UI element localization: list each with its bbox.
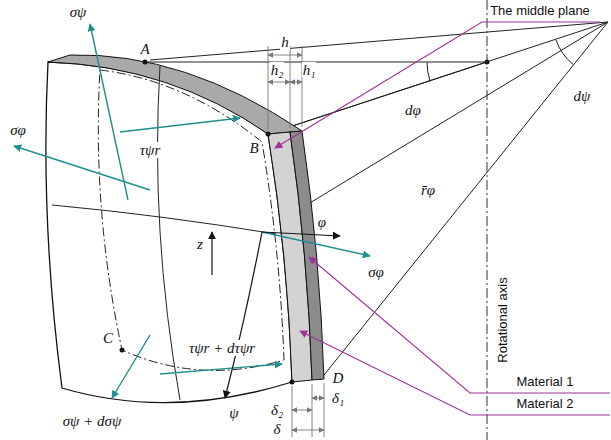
angle-label: dφ: [404, 102, 422, 118]
dimension-label: h₂: [270, 62, 285, 78]
rotational-axis: [485, 0, 490, 440]
rotational-axis-part: [487, 0, 488, 440]
dimension-label: δ₂: [270, 402, 284, 418]
dimension-lines-part: [292, 410, 312, 411]
point-name: C: [102, 330, 114, 346]
leader-lines-part: [309, 257, 610, 393]
stress-arrows-part: [160, 364, 282, 374]
axis-label: z: [196, 236, 204, 252]
dimension-label: h: [280, 34, 290, 50]
stress-arrows-part: [262, 232, 370, 256]
dimension-lines: [268, 46, 324, 437]
dimension-label: δ: [273, 421, 282, 437]
angle-label: dψ: [573, 88, 592, 104]
leader-lines-part: [275, 22, 600, 148]
stress-arrows-part: [120, 118, 240, 132]
point-name: D: [332, 370, 345, 386]
dimension-lines-part: [268, 46, 269, 130]
dimension-lines-part: [302, 46, 303, 127]
shell-element-part: [143, 60, 148, 65]
construction-lines-part: [320, 22, 608, 380]
dimension-label: δ₁: [331, 390, 345, 406]
shell-element-part: [98, 70, 284, 370]
material-label: Material 1: [515, 374, 574, 390]
stress-symbol: τψr: [139, 142, 162, 158]
shell-element: [46, 55, 324, 403]
axis-label: φ: [317, 214, 327, 230]
stress-symbol: σφ: [367, 264, 385, 280]
shell-element-part: [266, 132, 271, 137]
shell-element-part: [52, 205, 276, 234]
construction-lines-part: [556, 40, 573, 65]
shell-element-part: [290, 131, 324, 380]
shell-element-part: [290, 380, 295, 385]
shell-element-part: [158, 66, 181, 400]
construction-lines-part: [268, 22, 608, 134]
coordinate-arrows-part: [225, 232, 262, 398]
radius-label: r̄φ: [420, 182, 436, 198]
material-label: Material 2: [515, 396, 574, 412]
stress-arrows-part: [112, 335, 150, 398]
stress-arrows: [14, 24, 370, 398]
point-name: B: [248, 140, 259, 156]
dimension-label: h₁: [302, 62, 317, 78]
construction-lines-part: [150, 22, 608, 60]
dimension-lines-part: [268, 55, 302, 56]
stress-arrows-part: [14, 146, 150, 190]
coordinate-arrows: [212, 232, 340, 398]
construction-lines-part: [427, 62, 430, 82]
dimension-lines-part: [292, 430, 324, 431]
stress-arrows-part: [90, 24, 128, 200]
dimension-lines-part: [290, 46, 291, 128]
shell-element-part: [48, 55, 302, 134]
coordinate-arrows-part: [262, 232, 340, 236]
dimension-lines-part: [292, 386, 293, 437]
stress-symbol: σφ: [9, 122, 27, 138]
dimension-lines-part: [312, 384, 313, 437]
point-name: A: [139, 41, 150, 57]
callout-label: The middle plane: [489, 3, 591, 19]
stress-symbol: σψ: [69, 4, 88, 20]
axis-name: Rotational axis: [495, 276, 511, 363]
dimension-lines-part: [324, 383, 325, 437]
axis-label: ψ: [228, 405, 239, 421]
coordinate-arrows-part: [211, 232, 212, 275]
leader-lines-part: [300, 331, 610, 415]
stress-symbol: τψr + dτψr: [188, 340, 256, 356]
construction-lines-part: [262, 22, 608, 232]
shell-element-part: [120, 348, 125, 353]
dimension-lines-part: [290, 82, 302, 83]
stress-symbol: σψ + dσψ: [62, 413, 123, 429]
dimension-lines-part: [312, 398, 324, 399]
leader-lines: [275, 22, 610, 415]
dimension-lines-part: [268, 82, 290, 83]
